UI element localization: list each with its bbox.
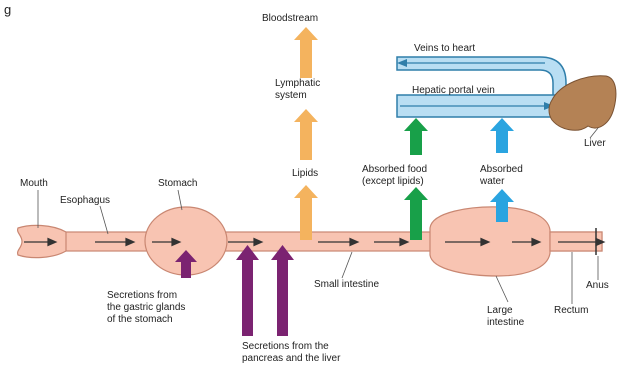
lymphatic-label-line2: system (275, 90, 307, 101)
pancreas-secretion-arrow-2 (271, 245, 294, 336)
lipid-arrows (294, 27, 318, 240)
absorbed-food-label-line1: Absorbed food (362, 164, 427, 175)
water-arrow-top (490, 118, 514, 153)
figure-number: g (4, 2, 11, 17)
gastric-secretions-label-line3: of the stomach (107, 314, 173, 325)
large-intestine-label-line2: intestine (487, 317, 525, 328)
esophagus-label: Esophagus (60, 195, 110, 206)
secretion-arrows (175, 245, 294, 336)
anus-label: Anus (586, 280, 609, 291)
lymphatic-label-line1: Lymphatic (275, 78, 320, 89)
lipid-arrow-middle (294, 109, 318, 160)
liver-label: Liver (584, 138, 606, 149)
stomach-label: Stomach (158, 178, 197, 189)
mouth-label: Mouth (20, 178, 48, 189)
large-intestine-label-line1: Large (487, 305, 513, 316)
food-arrow-top (404, 118, 428, 155)
pancreas-liver-secretions-label-line1: Secretions from the (242, 341, 329, 352)
gastric-secretions-label-line1: Secretions from (107, 290, 177, 301)
pancreas-secretion-arrow-1 (236, 245, 259, 336)
gastric-secretions-label-line2: the gastric glands (107, 302, 185, 313)
lipids-label: Lipids (292, 168, 318, 179)
hepatic-portal-vein-label: Hepatic portal vein (412, 85, 495, 96)
lipid-arrow-top (294, 27, 318, 78)
bloodstream-label: Bloodstream (262, 13, 318, 24)
absorbed-water-label-line1: Absorbed (480, 164, 523, 175)
veins-to-heart-label: Veins to heart (414, 43, 475, 54)
absorbed-water-label-line2: water (479, 176, 505, 187)
absorbed-food-label-line2: (except lipids) (362, 176, 424, 187)
small-intestine-label: Small intestine (314, 279, 379, 290)
pancreas-liver-secretions-label-line2: pancreas and the liver (242, 353, 341, 364)
rectum-label: Rectum (554, 305, 588, 316)
